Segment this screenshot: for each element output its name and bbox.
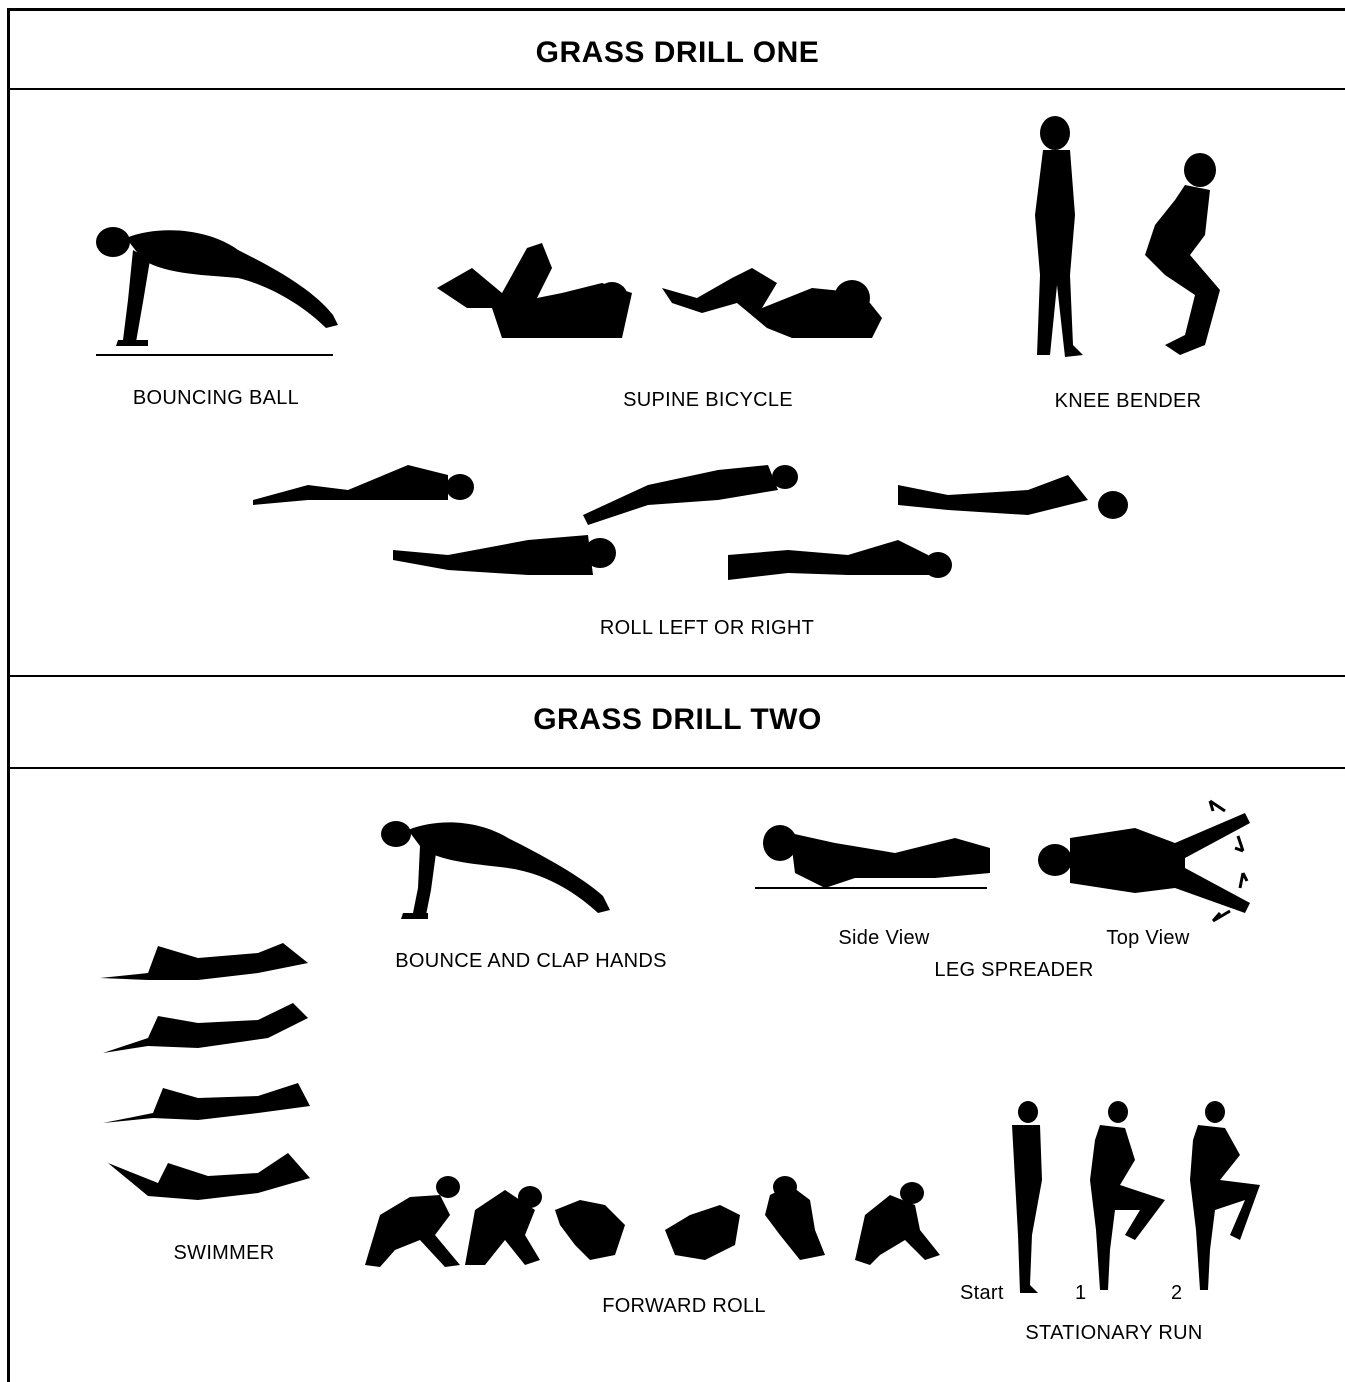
stationary-run-label: STATIONARY RUN [1025,1322,1202,1345]
knee-bender-figure [1025,115,1235,365]
stationary-run-figure [1000,1100,1270,1300]
run-step-1-label: 1 [1075,1282,1086,1305]
side-view-label: Side View [838,927,929,950]
top-border [7,8,1345,11]
leg-spreader-label: LEG SPREADER [934,959,1093,982]
swimmer-figure [98,938,313,1208]
bouncing-ball-label: BOUNCING BALL [133,387,299,410]
forward-roll-label: FORWARD ROLL [602,1295,766,1318]
drill-one-title: GRASS DRILL ONE [10,36,1345,70]
divider [7,767,1345,769]
left-border [7,8,10,1382]
leg-spreader-top-figure [1035,793,1265,928]
forward-roll-figure [360,1175,945,1275]
roll-label: ROLL LEFT OR RIGHT [600,617,814,640]
roll-figure [248,455,1138,590]
supine-bicycle-figure [432,238,892,348]
bounce-clap-figure [378,818,628,923]
run-step-2-label: 2 [1171,1282,1182,1305]
leg-spreader-side-figure [755,818,995,898]
drill-two-title: GRASS DRILL TWO [10,703,1345,737]
bounce-clap-label: BOUNCE AND CLAP HANDS [395,950,667,973]
knee-bender-label: KNEE BENDER [1055,390,1202,413]
divider [7,88,1345,90]
divider [7,675,1345,677]
supine-bicycle-label: SUPINE BICYCLE [623,389,793,412]
swimmer-label: SWIMMER [174,1242,275,1265]
top-view-label: Top View [1106,927,1189,950]
bouncing-ball-figure [88,220,348,360]
run-start-label: Start [960,1282,1004,1305]
